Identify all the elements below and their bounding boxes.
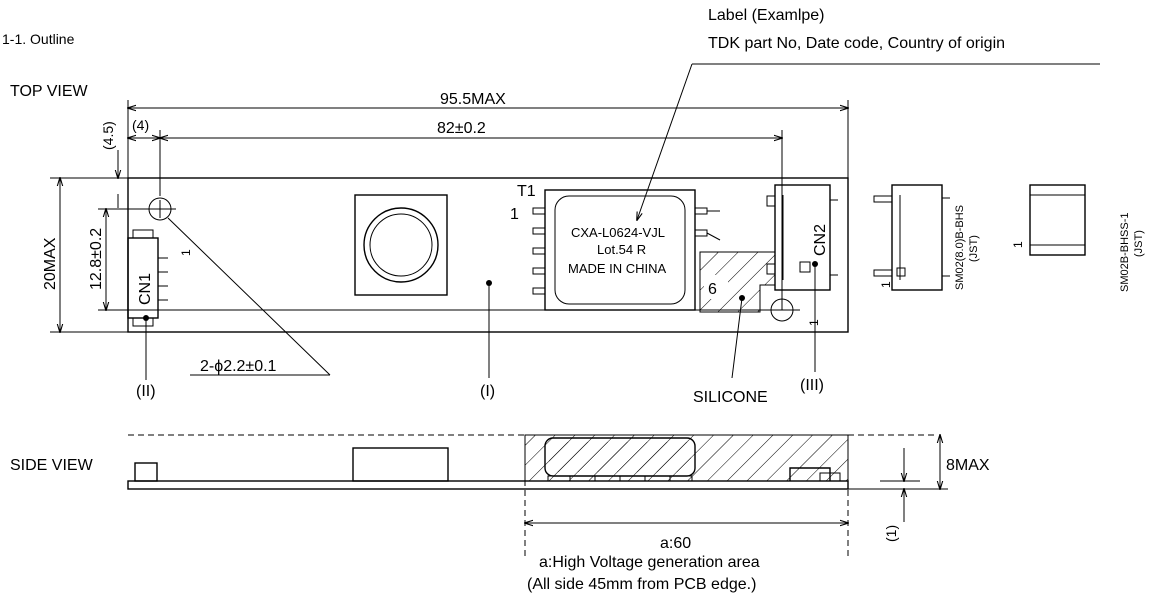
cn1-connector: CN1 1 [127, 229, 193, 327]
cn2-label: CN2 [812, 224, 829, 256]
pot-component [354, 194, 448, 296]
hv-note-line1: a:High Voltage generation area [539, 554, 760, 571]
dim-offset-x: (4) [132, 117, 149, 133]
marker-ii: (II) [136, 383, 156, 400]
marker-i: (I) [480, 383, 495, 400]
dim-hv-area: a:60 [660, 535, 691, 552]
cn2-connector: CN2 1 [766, 184, 838, 326]
dim-side-height: 8MAX [946, 457, 990, 474]
transformer-ref: T1 [517, 183, 536, 200]
cn1-pin1: 1 [179, 249, 193, 256]
top-view-title: TOP VIEW [10, 83, 89, 100]
silicone-label: SILICONE [693, 389, 768, 406]
dim-offset-y: (4.5) [100, 121, 116, 150]
cn1-mating-part: SM02B-BHSS-1 [1119, 213, 1131, 292]
transformer-pin6: 6 [708, 281, 717, 298]
silicone-area: 6 SILICONE [693, 251, 776, 406]
cn1-label: CN1 [137, 273, 154, 305]
mounting-hole-left [148, 197, 172, 221]
label-callout-line1: Label (Examlpe) [708, 7, 825, 24]
dim-pcb-thickness: (1) [883, 525, 899, 542]
top-view: TOP VIEW 95.5MAX 82±0.2 (4) (4.5) 20MAX … [10, 83, 848, 406]
hole-note: 2-ϕ2.2±0.1 [200, 358, 277, 375]
dim-hole-spacing: 12.8±0.2 [88, 228, 105, 290]
marker-iii: (III) [800, 377, 824, 394]
label-callout: Label (Examlpe) TDK part No, Date code, … [637, 7, 1100, 220]
cn2-mating-maker: (JST) [968, 235, 980, 262]
label-line-1: CXA-L0624-VJL [571, 225, 665, 240]
dim-height: 20MAX [42, 237, 59, 290]
label-line-2: Lot.54 R [597, 242, 646, 257]
label-callout-line2: TDK part No, Date code, Country of origi… [708, 35, 1005, 52]
transformer-side [544, 437, 696, 482]
pcb-side [127, 480, 849, 490]
cn2-mating-part: SM02(8.0)B-BHS [954, 205, 966, 290]
hv-note-line2: (All side 45mm from PCB edge.) [527, 576, 756, 593]
dim-hole-pitch: 82±0.2 [437, 120, 486, 137]
side-view: SIDE VIEW 8MAX [10, 435, 990, 593]
cn1-mating-pin: 1 [1011, 241, 1025, 248]
transformer-t1: T1 1 CXA-L0624-VJL Lot.54 R MADE IN CHIN… [510, 183, 721, 311]
transformer-pin1: 1 [510, 206, 519, 223]
label-line-3: MADE IN CHINA [568, 261, 667, 276]
cn2-pin1: 1 [807, 319, 821, 326]
mating-connector-cn2: 1 SM02(8.0)B-BHS (JST) [873, 184, 980, 291]
side-view-title: SIDE VIEW [10, 457, 94, 474]
dim-overall-length: 95.5MAX [440, 91, 506, 108]
section-title: 1-1. Outline [2, 31, 75, 47]
mating-connector-cn1: 1 SM02B-BHSS-1 (JST) [1011, 184, 1145, 292]
cn1-mating-maker: (JST) [1133, 230, 1145, 257]
cn2-mating-pin: 1 [879, 281, 893, 288]
